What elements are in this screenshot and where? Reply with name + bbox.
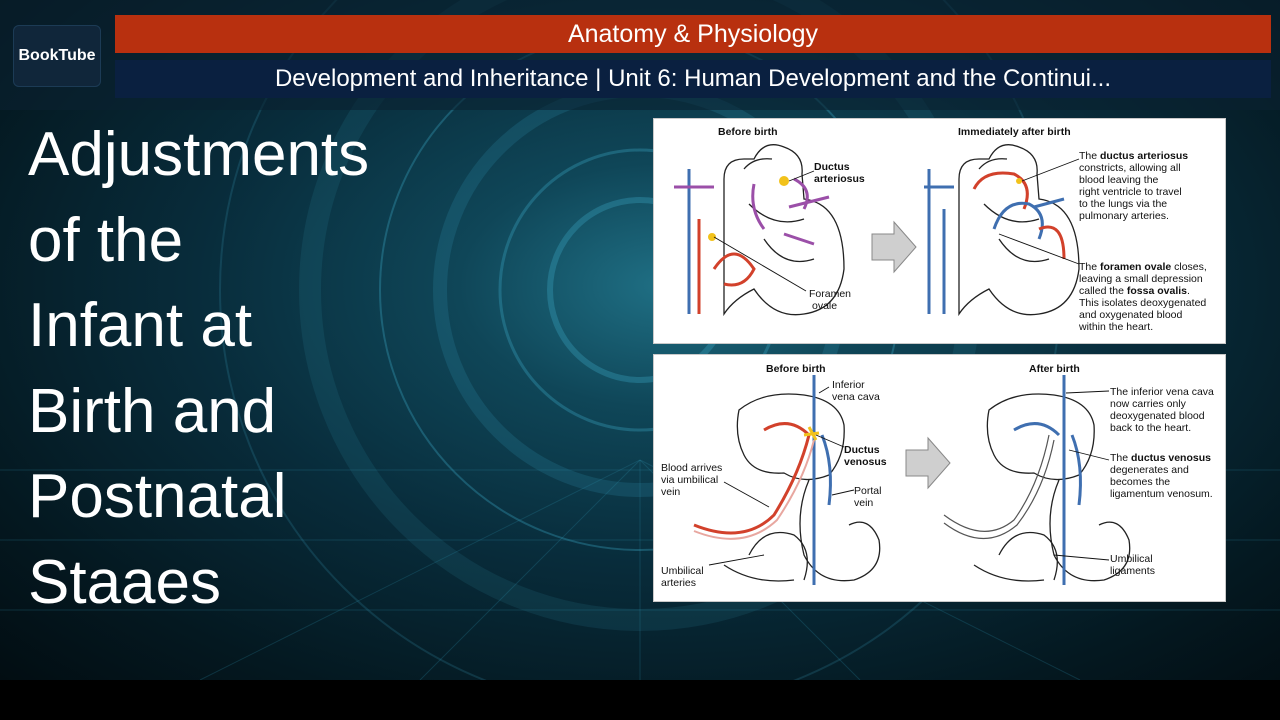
logo-label: BookTube: [18, 47, 96, 64]
note-text: .: [1187, 285, 1190, 297]
note-line: and oxygenated blood: [1079, 309, 1183, 321]
label-line: vein: [661, 486, 681, 498]
heart-after-heading: Immediately after birth: [958, 126, 1071, 138]
heart-illustration: [674, 144, 1080, 317]
note-line: blood leaving the: [1079, 174, 1159, 186]
chapter-subtitle: Development and Inheritance | Unit 6: Hu…: [274, 65, 1112, 92]
ductus-venosus-note: The ductus venosus degenerates and becom…: [1110, 452, 1225, 500]
note-text: The: [1110, 452, 1132, 464]
course-title-bar: Anatomy & Physiology: [115, 15, 1271, 53]
bottom-letterbox: [0, 680, 1280, 720]
slide-title-line: Postnatal: [28, 462, 287, 532]
note-line: becomes the: [1110, 476, 1171, 488]
note-line: to the lungs via the: [1079, 198, 1168, 210]
umbilical-ligaments-label: Umbilical ligaments: [1110, 553, 1155, 577]
label-line: Foramen: [809, 288, 852, 300]
inferior-vena-cava-label: Inferior vena cava: [832, 379, 880, 403]
portal-vein-label: Portal vein: [854, 485, 881, 509]
slide-title-line: Staaes: [28, 547, 222, 617]
booktube-logo[interactable]: BookTube: [13, 25, 101, 87]
note-line: back to the heart.: [1110, 422, 1192, 434]
foramen-ovale-label: Foramen ovale: [809, 288, 851, 312]
ivc-note: The inferior vena cava now carries only …: [1110, 386, 1225, 434]
umbilical-arteries-label: Umbilical arteries: [661, 565, 704, 589]
heart-before-heading: Before birth: [718, 126, 778, 138]
note-bold: ductus venosus: [1131, 452, 1211, 464]
liver-illustration: [693, 375, 1131, 585]
label-line: Inferior: [832, 379, 865, 391]
note-text: The: [1079, 150, 1101, 162]
note-line: deoxygenated blood: [1110, 410, 1205, 422]
liver-after-heading: After birth: [1029, 363, 1080, 375]
note-line: The foramen ovale closes,: [1079, 261, 1224, 273]
note-line: This isolates deoxygenated: [1079, 297, 1207, 309]
note-bold: ductus arteriosus: [1100, 150, 1189, 162]
note-text: called the: [1079, 285, 1127, 297]
label-line: venosus: [844, 456, 887, 468]
note-line: The ductus arteriosus: [1079, 150, 1224, 162]
heart-circulation-figure: Before birth Immediately after birth Duc…: [653, 118, 1226, 344]
label-line: via umbilical: [661, 474, 719, 486]
slide-title-line: of the: [28, 205, 184, 275]
liver-circulation-figure: Before birth After birth Inferior vena c…: [653, 354, 1226, 602]
note-line: The inferior vena cava: [1110, 386, 1214, 398]
chapter-subtitle-bar: Development and Inheritance | Unit 6: Hu…: [115, 60, 1271, 98]
note-bold: foramen ovale: [1100, 261, 1172, 273]
slide-title: Adjustments of the Infant at Birth and P…: [28, 112, 458, 625]
note-line: called the fossa ovalis.: [1079, 285, 1224, 297]
note-text: closes,: [1171, 261, 1207, 273]
ductus-arteriosus-label: Ductus arteriosus: [814, 161, 865, 185]
ductus-arteriosus-note: The ductus arteriosus constricts, allowi…: [1079, 150, 1224, 222]
note-line: degenerates and: [1110, 464, 1189, 476]
umbilical-vein-label: Blood arrives via umbilical vein: [661, 462, 722, 498]
label-line: Portal: [854, 485, 882, 497]
label-line: Blood arrives: [661, 462, 723, 474]
slide-title-line: Birth and: [28, 376, 277, 446]
course-title: Anatomy & Physiology: [567, 19, 819, 48]
note-line: constricts, allowing all: [1079, 162, 1181, 174]
label-line: Umbilical: [661, 565, 704, 577]
label-line: vein: [854, 497, 874, 509]
label-line: arteries: [661, 577, 697, 589]
label-line: Ductus: [844, 444, 880, 456]
note-line: now carries only: [1110, 398, 1186, 410]
label-line: arteriosus: [814, 173, 865, 185]
note-line: within the heart.: [1079, 321, 1154, 333]
note-text: The: [1079, 261, 1101, 273]
note-line: leaving a small depression: [1079, 273, 1203, 285]
slide-title-line: Infant at: [28, 291, 253, 361]
label-line: vena cava: [832, 391, 880, 403]
label-line: Umbilical: [1110, 553, 1153, 565]
note-line: ligamentum venosum.: [1110, 488, 1213, 500]
note-line: The ductus venosus: [1110, 452, 1225, 464]
liver-before-heading: Before birth: [766, 363, 826, 375]
note-line: pulmonary arteries.: [1079, 210, 1169, 222]
label-line: ligaments: [1110, 565, 1155, 577]
slide-title-line: Adjustments: [28, 120, 370, 189]
label-line: ovale: [812, 300, 838, 312]
ductus-venosus-label: Ductus venosus: [844, 444, 887, 468]
note-bold: fossa ovalis: [1126, 285, 1187, 297]
label-line: Ductus: [814, 161, 850, 173]
foramen-ovale-note: The foramen ovale closes, leaving a smal…: [1079, 261, 1224, 333]
note-line: right ventricle to travel: [1079, 186, 1182, 198]
